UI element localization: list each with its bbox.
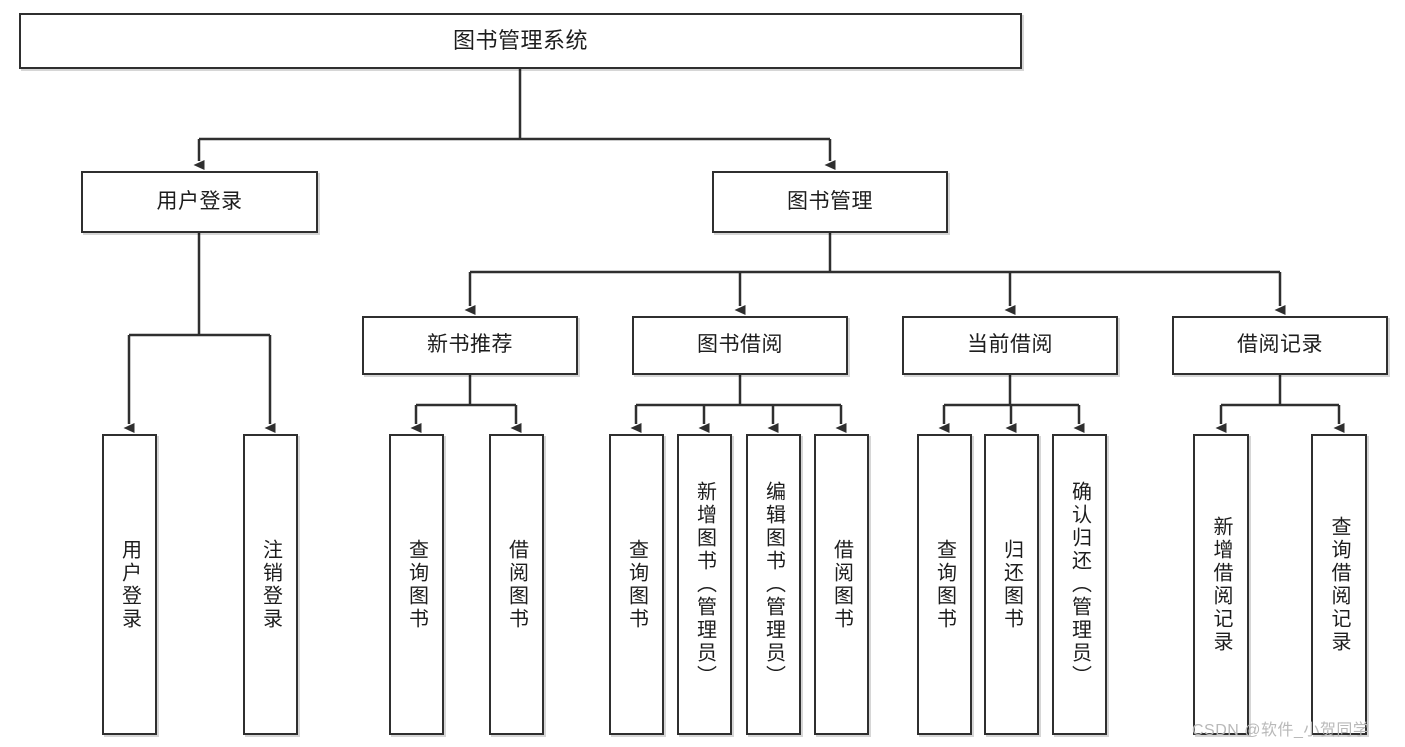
leaf-borrow-edit-book-admin[interactable]: 编辑图书（管理员） (746, 434, 801, 735)
leaf-new-book-query[interactable]: 查询图书 (389, 434, 444, 735)
node-user-login-label: 用户登录 (156, 189, 243, 213)
leaf-user-login-signin[interactable]: 用户登录 (102, 434, 157, 735)
node-new-book-recommend-label: 新书推荐 (427, 333, 513, 357)
node-current-borrow-label: 当前借阅 (967, 333, 1053, 357)
node-book-borrow[interactable]: 图书借阅 (632, 316, 848, 375)
watermark-text: CSDN @软件_小贺同学 (1192, 722, 1370, 739)
leaf-new-book-borrow-label: 借阅图书 (505, 538, 528, 631)
node-book-management-label: 图书管理 (787, 189, 873, 213)
node-new-book-recommend[interactable]: 新书推荐 (362, 316, 578, 375)
leaf-records-query-record-label: 查询借阅记录 (1328, 515, 1350, 654)
node-root[interactable]: 图书管理系统 (19, 13, 1022, 69)
leaf-borrow-query-book[interactable]: 查询图书 (609, 434, 664, 735)
leaf-borrow-add-book-admin[interactable]: 新增图书（管理员） (677, 434, 732, 735)
leaf-current-confirm-return-admin[interactable]: 确认归还（管理员） (1052, 434, 1107, 735)
leaf-borrow-borrow-book[interactable]: 借阅图书 (814, 434, 869, 735)
node-borrow-records-label: 借阅记录 (1237, 333, 1323, 357)
leaf-user-login-signin-label: 用户登录 (118, 538, 141, 631)
node-book-management[interactable]: 图书管理 (712, 171, 948, 233)
leaf-current-confirm-return-admin-label: 确认归还（管理员） (1068, 481, 1091, 688)
leaf-user-login-signout[interactable]: 注销登录 (243, 434, 298, 735)
leaf-user-login-signout-label: 注销登录 (259, 538, 282, 631)
node-current-borrow[interactable]: 当前借阅 (902, 316, 1118, 375)
leaf-current-return-book-label: 归还图书 (1000, 538, 1023, 631)
leaf-current-return-book[interactable]: 归还图书 (984, 434, 1039, 735)
leaf-records-add-record-label: 新增借阅记录 (1210, 515, 1232, 654)
leaf-borrow-borrow-book-label: 借阅图书 (830, 538, 853, 631)
node-book-borrow-label: 图书借阅 (697, 333, 783, 357)
leaf-borrow-add-book-admin-label: 新增图书（管理员） (693, 481, 716, 688)
leaf-records-add-record[interactable]: 新增借阅记录 (1193, 434, 1249, 735)
node-borrow-records[interactable]: 借阅记录 (1172, 316, 1388, 375)
leaf-current-query-book-label: 查询图书 (933, 538, 956, 631)
node-root-label: 图书管理系统 (452, 28, 588, 54)
leaf-borrow-query-book-label: 查询图书 (625, 538, 648, 631)
leaf-current-query-book[interactable]: 查询图书 (917, 434, 972, 735)
leaf-records-query-record[interactable]: 查询借阅记录 (1311, 434, 1367, 735)
leaf-new-book-borrow[interactable]: 借阅图书 (489, 434, 544, 735)
leaf-borrow-edit-book-admin-label: 编辑图书（管理员） (762, 481, 785, 688)
leaf-new-book-query-label: 查询图书 (405, 538, 428, 631)
node-user-login[interactable]: 用户登录 (81, 171, 318, 233)
